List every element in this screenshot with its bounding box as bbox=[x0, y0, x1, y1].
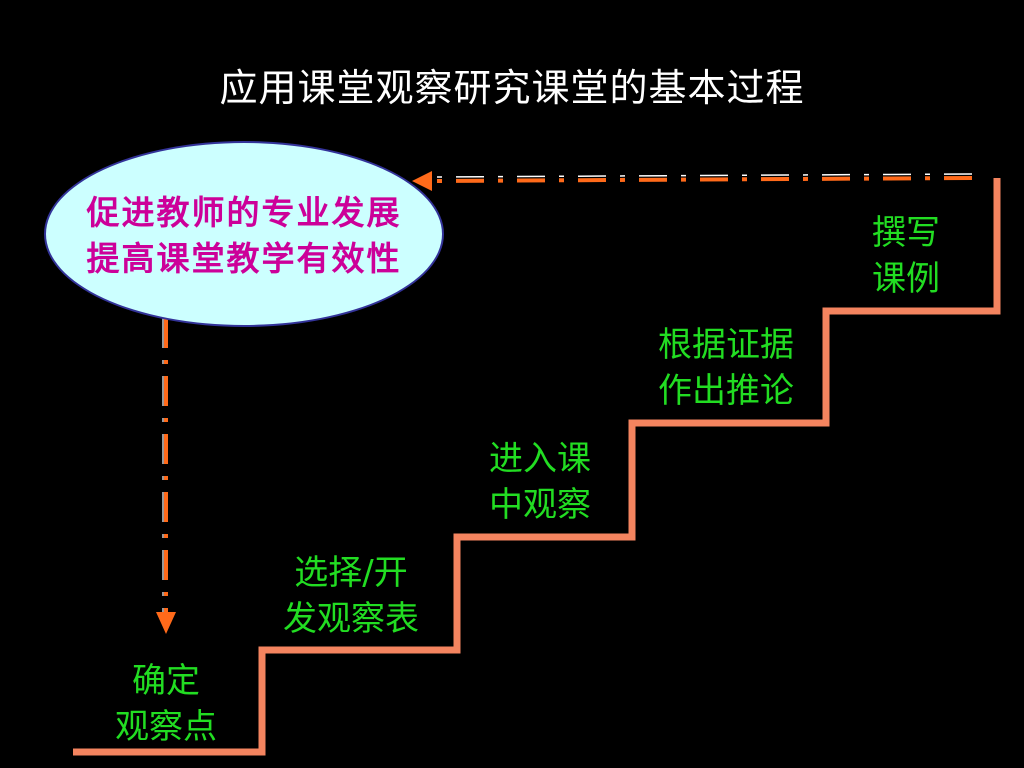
step-3-line-2: 中观察 bbox=[489, 485, 591, 525]
step-5-line-1: 撰写 bbox=[872, 213, 940, 253]
step-2-line-1: 选择/开 bbox=[294, 553, 408, 593]
step-3-label: 进入课 中观察 bbox=[470, 436, 610, 528]
step-4-line-1: 根据证据 bbox=[658, 325, 794, 365]
step-5-line-2: 课例 bbox=[872, 259, 940, 299]
arrow-left-icon bbox=[412, 171, 432, 191]
staircase-line bbox=[73, 178, 1001, 756]
step-1-label: 确定 观察点 bbox=[96, 658, 236, 750]
step-1-line-2: 观察点 bbox=[115, 707, 217, 747]
goal-line-1: 促进教师的专业发展 bbox=[86, 193, 402, 232]
step-2-line-2: 发观察表 bbox=[283, 599, 419, 639]
arrow-down-icon bbox=[156, 612, 176, 634]
feedback-line-top bbox=[431, 176, 973, 183]
step-3-line-1: 进入课 bbox=[489, 439, 591, 479]
step-5-label: 撰写 课例 bbox=[856, 210, 956, 302]
step-1-line-1: 确定 bbox=[132, 661, 200, 701]
goal-line-2: 提高课堂教学有效性 bbox=[86, 239, 402, 278]
goal-ellipse bbox=[44, 141, 444, 327]
feedback-line-top-highlight bbox=[431, 173, 973, 178]
step-2-label: 选择/开 发观察表 bbox=[266, 550, 436, 642]
step-4-line-2: 作出推论 bbox=[658, 371, 794, 411]
goal-text: 促进教师的专业发展 提高课堂教学有效性 bbox=[44, 190, 444, 282]
step-4-label: 根据证据 作出推论 bbox=[640, 322, 812, 414]
slide-title: 应用课堂观察研究课堂的基本过程 bbox=[219, 66, 805, 110]
